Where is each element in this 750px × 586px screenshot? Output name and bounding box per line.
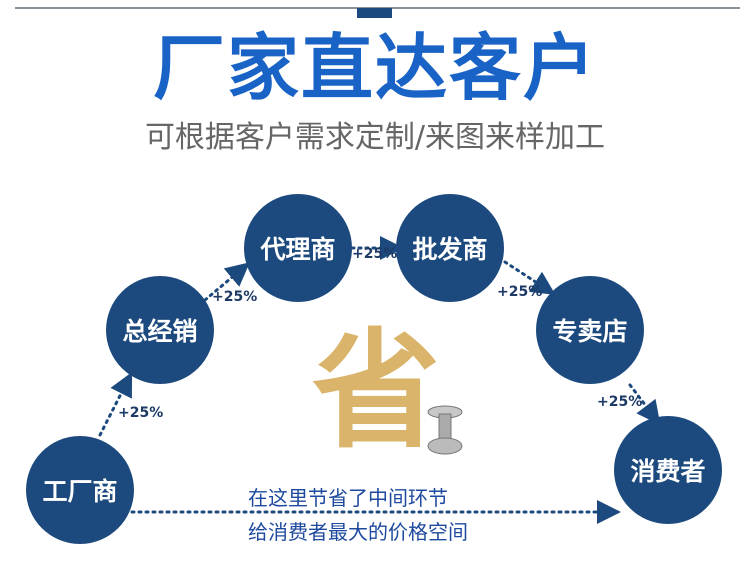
save-character: 省 (312, 317, 441, 466)
node-general-distributor: 总经销 (106, 276, 214, 384)
savings-note-line1: 在这里节省了中间环节 (248, 486, 448, 510)
node-factory: 工厂商 (26, 436, 134, 544)
top-marker (357, 8, 392, 18)
arrow-5 (628, 383, 661, 426)
markup-label: +25% (597, 394, 643, 410)
node-consumer: 消费者 (614, 416, 722, 524)
markup-label: +25% (212, 289, 258, 305)
node-agent: 代理商 (244, 194, 352, 302)
savings-note-line2: 给消费者最大的价格空间 (248, 520, 468, 544)
arrow-4 (503, 260, 556, 295)
page-title: 厂家直达客户 (152, 26, 597, 110)
page-subtitle: 可根据客户需求定制/来图来样加工 (144, 120, 606, 155)
arrow-2 (203, 262, 250, 302)
arrow-1 (98, 371, 133, 437)
node-store: 专卖店 (536, 276, 644, 384)
markup-label: +25% (352, 246, 398, 262)
node-wholesaler: 批发商 (396, 194, 504, 302)
markup-label: +25% (118, 405, 164, 421)
markup-label: +25% (497, 284, 543, 300)
